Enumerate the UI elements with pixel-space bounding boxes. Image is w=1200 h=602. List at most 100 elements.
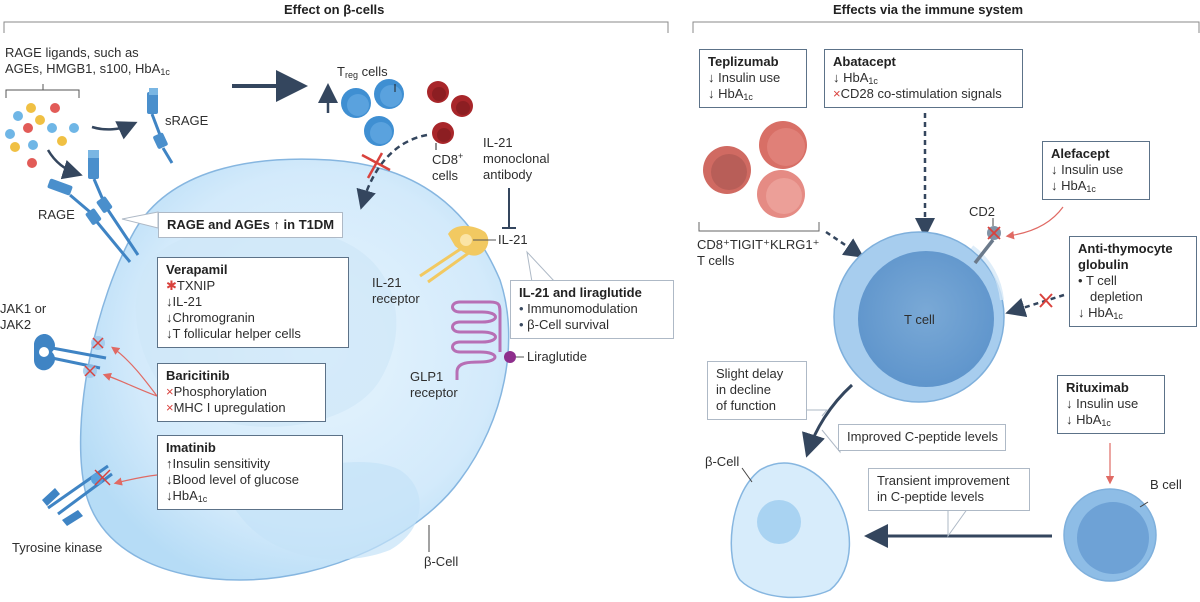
ligands-label: RAGE ligands, such as AGEs, HMGB1, s100,… — [5, 45, 170, 77]
jak-label-line2: JAK2 — [0, 317, 32, 332]
teplizumab-item: ↓ Insulin use — [708, 70, 799, 86]
hba1c-sub: 1c — [1113, 311, 1123, 321]
cd8-label-line1: CD8 — [432, 152, 459, 167]
t-cell-nucleus — [858, 251, 994, 387]
improved-cpeptide-callout: Improved C-peptide levels — [838, 424, 1007, 451]
b-cell-nucleus — [1077, 502, 1149, 574]
tyrosine-kinase-label: Tyrosine kinase — [12, 540, 103, 555]
rituximab-item-text: HbA — [1072, 412, 1102, 427]
beta-cell-small-leader — [741, 467, 753, 483]
hba1c-sub: 1c — [1101, 418, 1111, 428]
down-arrow-icon: ↓ — [166, 326, 173, 341]
baricitinib-item-text: Phosphorylation — [173, 384, 267, 399]
rage-receptors — [47, 150, 140, 263]
txnip-inhibit-icon: ✱ — [166, 278, 177, 293]
down-arrow-icon: ↓ — [166, 472, 173, 487]
bullet-icon: • — [1078, 273, 1083, 288]
teplizumab-item-text: Insulin use — [714, 70, 781, 85]
slight-delay-line: of function — [716, 398, 776, 413]
transient-improvement-callout: Transient improvement in C-peptide level… — [868, 468, 1030, 511]
down-arrow-icon: ↓ — [1078, 305, 1085, 320]
imatinib-item: ↓Blood level of glucose — [166, 472, 335, 488]
beta-cell-label: β-Cell — [424, 554, 459, 569]
left-panel-header: Effect on β-cells — [284, 2, 385, 17]
glp1-receptor-label: GLP1 receptor — [410, 369, 458, 401]
imatinib-box: Imatinib ↑Insulin sensitivity ↓Blood lev… — [157, 435, 343, 510]
anti-thymocyte-item-text: depletion — [1090, 289, 1143, 304]
verapamil-item-text: TXNIP — [176, 278, 216, 293]
blocked-x-icon — [361, 152, 391, 179]
rituximab-box: Rituximab ↓ Insulin use ↓ HbA1c — [1057, 375, 1165, 434]
cd2-molecule — [973, 218, 1001, 265]
hba1c-sub: 1c — [868, 76, 878, 86]
il21-label: IL-21 — [498, 232, 528, 247]
up-arrow-icon: ↑ — [166, 456, 173, 471]
liraglutide-label: Liraglutide — [527, 349, 587, 364]
imatinib-arrow — [113, 474, 158, 486]
slight-delay-callout: Slight delay in decline of function — [707, 361, 807, 420]
anti-thymocyte-item-text: HbA — [1084, 305, 1114, 320]
il21-callout-title: IL-21 and liraglutide — [519, 285, 642, 300]
rage-label: RAGE — [38, 207, 75, 222]
down-arrow-icon: ↓ — [166, 294, 173, 309]
slight-delay-line: in decline — [716, 382, 771, 397]
il21-callout: IL-21 and liraglutide Immunomodulation β… — [510, 280, 674, 339]
verapamil-item: ↓T follicular helper cells — [166, 326, 341, 342]
il21-antibody-line3: antibody — [483, 167, 533, 182]
teplizumab-box: Teplizumab ↓ Insulin use ↓ HbA1c — [699, 49, 807, 108]
cd8-tigit-label: CD8⁺TIGIT⁺KLRG1⁺ T cells — [697, 237, 819, 269]
rage-callout-text: RAGE and AGEs ↑ in T1DM — [167, 217, 335, 232]
abatacept-box: Abatacept ↓ HbA1c ×CD28 co-stimulation s… — [824, 49, 1023, 108]
baricitinib-arrow-1 — [111, 346, 158, 397]
block-x-icon: × — [833, 86, 841, 101]
teplizumab-item-text: HbA — [714, 86, 744, 101]
arrow-ligand-to-rage — [46, 149, 83, 180]
imatinib-item-text: Insulin sensitivity — [172, 456, 271, 471]
hba1c-sub: 1c — [743, 92, 753, 102]
imatinib-item-text: HbA — [172, 488, 198, 503]
alefacept-arrow — [1005, 206, 1064, 240]
il21-antibody-inhibition — [502, 188, 516, 229]
il21-receptor-label: IL-21 receptor — [372, 275, 420, 307]
ligands-label-sub: 1c — [160, 67, 170, 77]
imatinib-item: ↓HbA1c — [166, 488, 335, 504]
down-arrow-icon: ↓ — [166, 310, 173, 325]
anti-thymocyte-title-line2: globulin — [1078, 257, 1129, 272]
cd8-tigit-to-tcell — [825, 230, 865, 258]
baricitinib-item: ×Phosphorylation — [166, 384, 318, 400]
cd8-label: CD8+ cells — [432, 152, 463, 184]
verapamil-item-text: IL-21 — [172, 294, 203, 309]
abatacept-title: Abatacept — [833, 54, 896, 69]
treg-label-sub: reg — [344, 70, 358, 80]
teplizumab-item: ↓ HbA1c — [708, 86, 799, 102]
atg-to-tcell — [1005, 293, 1065, 318]
improved-cpeptide-text: Improved C-peptide levels — [847, 429, 999, 444]
il21-antibody-label: IL-21 monoclonal antibody — [483, 135, 550, 183]
imatinib-title: Imatinib — [166, 440, 216, 455]
cd2-label: CD2 — [969, 204, 996, 219]
right-section-bracket — [692, 21, 1200, 33]
il21-callout-pointer — [526, 250, 557, 283]
cd8-tigit-cells — [703, 121, 807, 218]
srage-label: sRAGE — [165, 113, 209, 128]
baricitinib-box: Baricitinib ×Phosphorylation ×MHC I upre… — [157, 363, 326, 422]
ligands-label-line2: AGEs, HMGB1, s100, HbA — [5, 61, 161, 76]
hba1c-sub: 1c — [1086, 184, 1096, 194]
jak-receptor — [34, 334, 107, 378]
treg-label-T: T — [337, 64, 345, 79]
alefacept-item-text: Insulin use — [1057, 162, 1124, 177]
verapamil-title: Verapamil — [166, 262, 228, 277]
slight-delay-pointer — [806, 409, 829, 417]
down-arrow-icon: ↓ — [1066, 412, 1073, 427]
srage-molecule — [147, 88, 174, 164]
block-x-icon: × — [166, 384, 174, 399]
il21-receptor-line1: IL-21 — [372, 275, 402, 290]
alefacept-item: ↓ HbA1c — [1051, 178, 1142, 194]
beta-cell-small-label: β-Cell — [705, 454, 740, 469]
il21-receptor — [419, 225, 496, 284]
anti-thymocyte-item: depletion — [1078, 289, 1189, 305]
rage-callout: RAGE and AGEs ↑ in T1DM — [158, 212, 344, 238]
baricitinib-title: Baricitinib — [166, 368, 230, 383]
verapamil-box: Verapamil ✱TXNIP ↓IL-21 ↓Chromogranin ↓T… — [157, 257, 349, 348]
transient-pointer — [947, 507, 969, 538]
